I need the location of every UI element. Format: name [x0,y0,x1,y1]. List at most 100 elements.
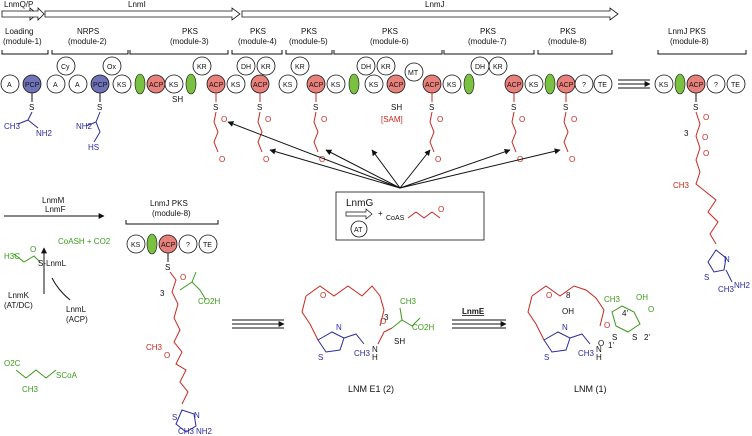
svg-text:CO2H: CO2H [412,323,434,332]
coash-label: CoASH + CO2 [58,237,111,246]
domain-ks [112,74,132,94]
svg-text:ACP: ACP [253,82,268,89]
domain-a [68,74,88,94]
svg-text:O: O [438,205,444,214]
svg-text:4': 4' [622,309,628,318]
lnmg-arrows [227,121,561,189]
lnm-structure: O 8 OH S N CH3 N H O CH3 OH 4' S S O 1' … [527,285,654,394]
svg-text:O2C: O2C [4,359,21,368]
svg-text:CoAS: CoAS [386,215,405,222]
svg-text:CH3: CH3 [354,349,371,358]
svg-text:KR: KR [197,64,207,71]
gene-lnmqp: LnmQ/P [4,0,33,9]
module-7-label: PKS [480,27,496,36]
svg-text:S: S [704,273,709,282]
svg-text:CH3: CH3 [400,297,417,306]
svg-text:SCoA: SCoA [56,371,78,380]
svg-text:NH2: NH2 [36,129,53,138]
svg-text:NH2: NH2 [76,122,93,131]
svg-text:CH3: CH3 [178,427,195,436]
svg-text:SH: SH [172,95,183,104]
svg-text:LnmK: LnmK [8,291,30,300]
module-4-label: PKS [250,27,266,36]
lnmg-label: LnmG [346,198,373,209]
svg-text:NH2: NH2 [196,427,213,436]
svg-text:S: S [213,103,218,112]
module-1-label: Loading [5,27,33,36]
svg-text:TE: TE [731,82,740,89]
module-8-sublabel: (module-8) [548,37,587,46]
svg-text:ACP: ACP [309,82,324,89]
svg-text:KS: KS [369,82,379,89]
module-3-label: PKS [182,27,198,36]
svg-text:S: S [429,103,434,112]
domain-ks [226,74,246,94]
svg-text:KS: KS [283,82,293,89]
svg-text:OH: OH [562,307,574,316]
svg-text:CH3: CH3 [146,343,163,352]
domain-dh [236,56,256,76]
svg-text:(module-8): (module-8) [670,37,709,46]
gene-lnmj: LnmJ [425,0,445,9]
svg-text:O: O [648,305,654,314]
svg-text:ACP: ACP [161,242,176,249]
svg-text:AT: AT [354,227,363,234]
svg-text:DH: DH [475,64,485,71]
svg-text:?: ? [582,82,586,89]
domain-ks [326,74,346,94]
svg-text:CH3: CH3 [22,385,39,394]
svg-text:S: S [165,263,170,272]
svg-text:H3C: H3C [4,252,20,261]
module-8-label: PKS [560,27,576,36]
svg-text:N: N [724,255,730,264]
svg-text:ACP: ACP [507,82,522,89]
svg-text:CH3: CH3 [4,122,21,131]
svg-text:(module-8): (module-8) [152,209,191,218]
svg-text:O: O [380,317,386,326]
svg-text:?: ? [186,242,190,249]
svg-text:O: O [265,115,271,124]
svg-text:3: 3 [684,129,689,138]
svg-text:LnmL: LnmL [66,305,87,314]
module-2-sublabel: (module-2) [68,37,107,46]
svg-text:3: 3 [384,313,389,322]
svg-text:S: S [257,103,262,112]
svg-text:Ox: Ox [107,64,116,71]
svg-text:O: O [180,273,186,282]
svg-text:KS: KS [131,242,141,249]
domain-kr [290,56,310,76]
svg-text:ACP: ACP [389,82,404,89]
domain-kr [376,56,396,76]
domain-ks [442,74,462,94]
svg-text:H: H [596,353,602,362]
middle-module: LnmJ PKS (module-8) KS ACP ? TE S O CO2H… [125,199,220,436]
svg-text:N: N [596,345,602,354]
svg-text:O: O [604,321,610,330]
svg-text:N: N [336,323,342,332]
module-7-sublabel: (module-7) [468,37,507,46]
domain-a [46,74,66,94]
svg-text:O: O [546,291,552,300]
svg-text:KR: KR [493,64,503,71]
domain-acp [386,74,406,94]
svg-text:KR: KR [261,64,271,71]
lnmg-box: LnmG AT + CoAS O [335,191,485,241]
svg-text:DH: DH [361,64,371,71]
svg-text:ACP: ACP [149,82,164,89]
gene-arrows: LnmQ/P LnmI LnmJ [1,0,619,21]
domain-mt [404,62,424,82]
svg-text:PCP: PCP [93,82,108,89]
svg-text:KS: KS [447,82,457,89]
domain-kr [256,56,276,76]
svg-text:CH3: CH3 [604,295,621,304]
svg-text:A: A [53,82,58,89]
domain-ks [364,74,384,94]
svg-text:ACP: ACP [425,82,440,89]
svg-text:O: O [435,155,441,164]
domain-ox [102,56,122,76]
svg-text:O: O [571,115,577,124]
svg-text:+: + [378,209,383,218]
svg-text:?: ? [714,82,718,89]
svg-text:S: S [632,333,637,342]
module-2-label: NRPS [77,27,99,36]
